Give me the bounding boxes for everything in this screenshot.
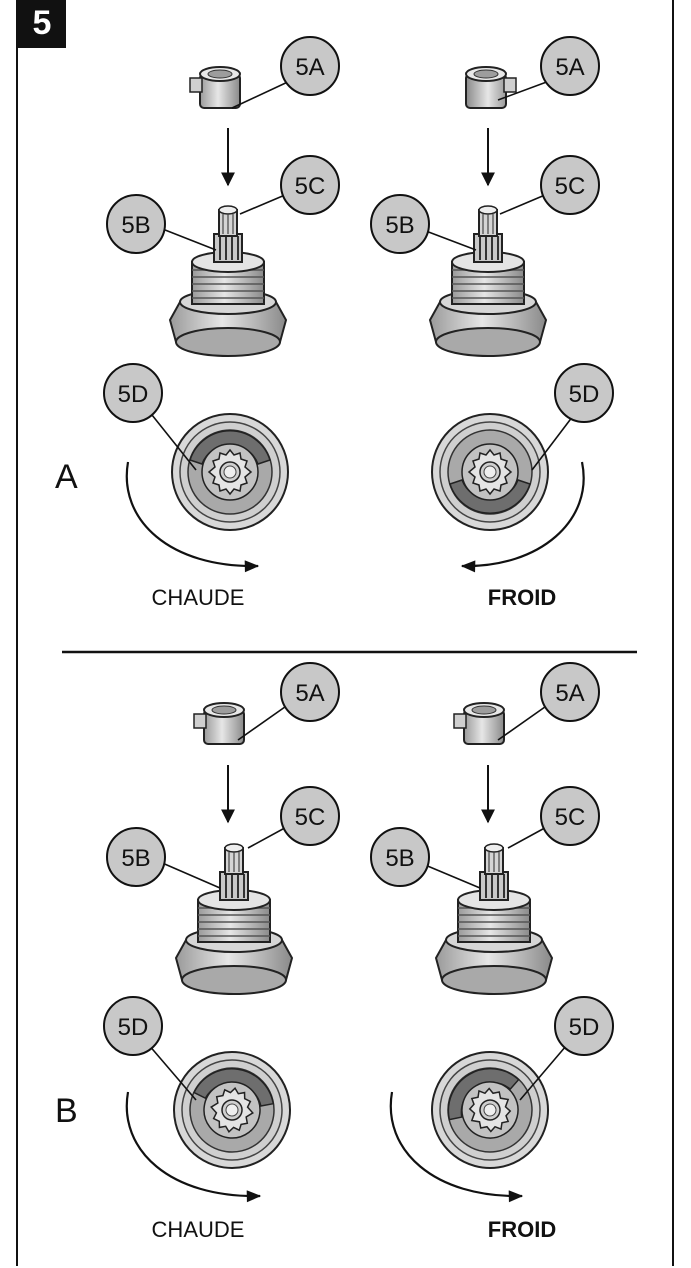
top-view-a-left	[171, 413, 289, 531]
rotation-arrow-b-right	[389, 1091, 524, 1203]
direction-label-a-left: CHAUDE	[152, 585, 245, 610]
top-view-a-right	[431, 413, 549, 531]
callout-5c-a-left	[280, 155, 340, 215]
callout-label: 5A	[295, 54, 324, 81]
callout-5b-b-right	[370, 827, 430, 887]
callout-5c-a-right	[540, 155, 600, 215]
callout-label: 5C	[555, 173, 586, 200]
direction-label-b-right: FROID	[488, 1217, 556, 1242]
direction-label-a-right: FROID	[488, 585, 556, 610]
callout-5a-a-right	[540, 36, 600, 96]
rotation-arrow-a-right	[460, 461, 585, 573]
callout-label: 5D	[569, 381, 600, 408]
panel-label-b: B	[55, 1092, 78, 1130]
callout-5d-b-left	[103, 996, 163, 1056]
cartridge-b-left	[175, 843, 293, 995]
callout-label: 5B	[385, 212, 414, 239]
callout-label: 5B	[121, 845, 150, 872]
callout-5a-a-left	[280, 36, 340, 96]
cap-part-a-left	[189, 66, 241, 109]
cap-part-b-right	[453, 702, 505, 745]
callout-label: 5A	[555, 54, 584, 81]
cartridge-b-right	[435, 843, 553, 995]
callout-5a-b-right	[540, 662, 600, 722]
top-view-b-right	[409, 1029, 571, 1191]
cartridge-a-right	[429, 205, 547, 357]
step-badge: 5	[18, 0, 66, 48]
rotation-arrow-b-left	[125, 1091, 262, 1203]
cartridge-a-left	[169, 205, 287, 357]
direction-label-b-left: CHAUDE	[152, 1217, 245, 1242]
callout-label: 5A	[295, 680, 324, 707]
callout-5c-b-left	[280, 786, 340, 846]
callout-label: 5B	[121, 212, 150, 239]
callout-label: 5C	[555, 804, 586, 831]
callout-5d-b-right	[554, 996, 614, 1056]
callout-5d-a-left	[103, 363, 163, 423]
callout-label: 5D	[118, 381, 149, 408]
callout-label: 5D	[118, 1014, 149, 1041]
callout-5a-b-left	[280, 662, 340, 722]
callout-5c-b-right	[540, 786, 600, 846]
callout-5b-a-left	[106, 194, 166, 254]
cap-part-b-left	[193, 702, 245, 745]
top-view-b-left	[165, 1043, 299, 1177]
callout-label: 5D	[569, 1014, 600, 1041]
diagram-frame	[16, 0, 674, 1266]
cap-part-a-right	[465, 66, 517, 109]
rotation-arrow-a-left	[125, 461, 260, 573]
panel-label-a: A	[55, 458, 78, 496]
callout-label: 5C	[295, 804, 326, 831]
callout-5d-a-right	[554, 363, 614, 423]
callout-label: 5C	[295, 173, 326, 200]
callout-5b-b-left	[106, 827, 166, 887]
callout-5b-a-right	[370, 194, 430, 254]
callout-label: 5B	[385, 845, 414, 872]
callout-label: 5A	[555, 680, 584, 707]
